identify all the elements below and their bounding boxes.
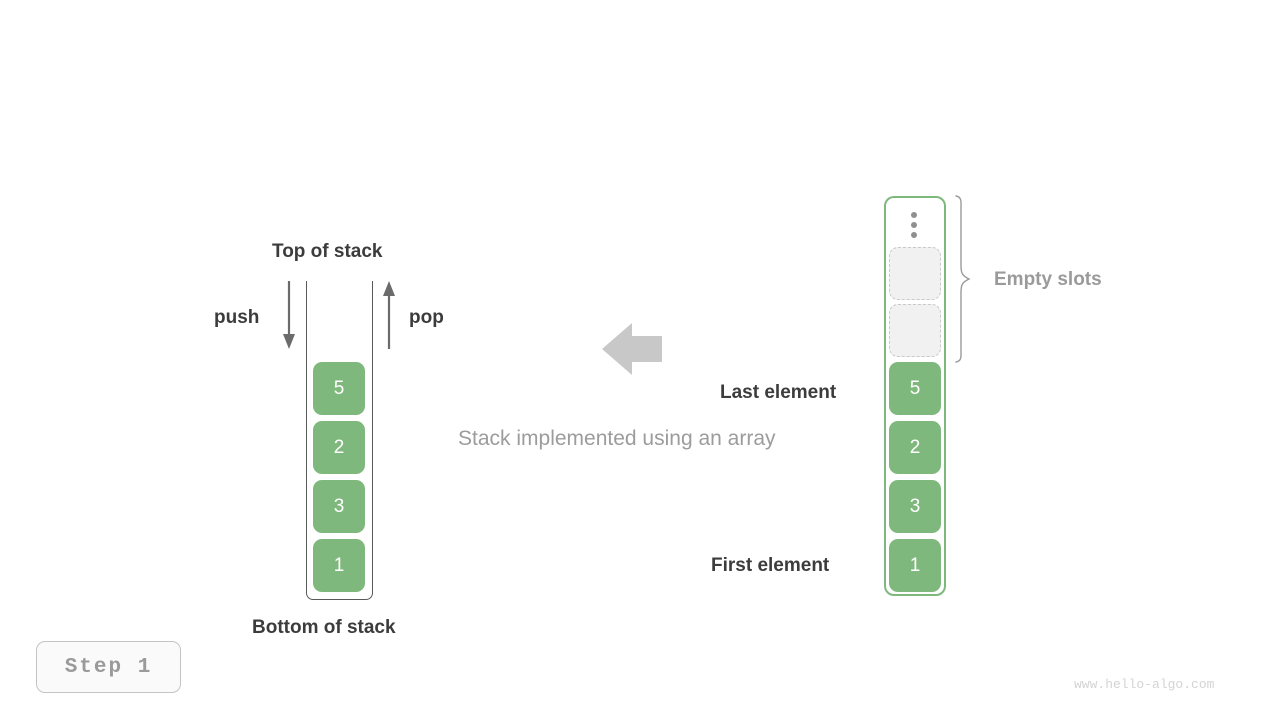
array-frame <box>884 196 946 596</box>
vertical-dots-icon <box>911 212 917 238</box>
arrow-left-icon <box>602 323 662 375</box>
empty-slots-label: Empty slots <box>994 269 1102 290</box>
watermark: www.hello-algo.com <box>1074 677 1215 692</box>
first-element-label: First element <box>711 555 830 576</box>
stack-cell: 3 <box>313 480 365 533</box>
bottom-of-stack-label: Bottom of stack <box>252 617 396 638</box>
pop-label: pop <box>409 307 444 328</box>
stack-cell: 1 <box>313 539 365 592</box>
arrow-down-icon <box>283 281 295 349</box>
array-cell: 2 <box>889 421 941 474</box>
array-empty-slot <box>889 304 941 357</box>
stack-container-walls <box>306 281 373 600</box>
array-cell: 1 <box>889 539 941 592</box>
arrow-up-icon <box>383 281 395 349</box>
step-badge-label: Step 1 <box>64 655 153 679</box>
push-label: push <box>214 307 260 328</box>
empty-slots-brace-icon <box>955 195 971 363</box>
array-cell: 5 <box>889 362 941 415</box>
top-of-stack-label: Top of stack <box>272 241 383 262</box>
last-element-label: Last element <box>720 382 837 403</box>
diagram-caption: Stack implemented using an array <box>458 427 776 450</box>
step-badge: Step 1 <box>36 641 181 693</box>
array-empty-slot <box>889 247 941 300</box>
stack-cell: 2 <box>313 421 365 474</box>
array-cell: 3 <box>889 480 941 533</box>
stack-cell: 5 <box>313 362 365 415</box>
